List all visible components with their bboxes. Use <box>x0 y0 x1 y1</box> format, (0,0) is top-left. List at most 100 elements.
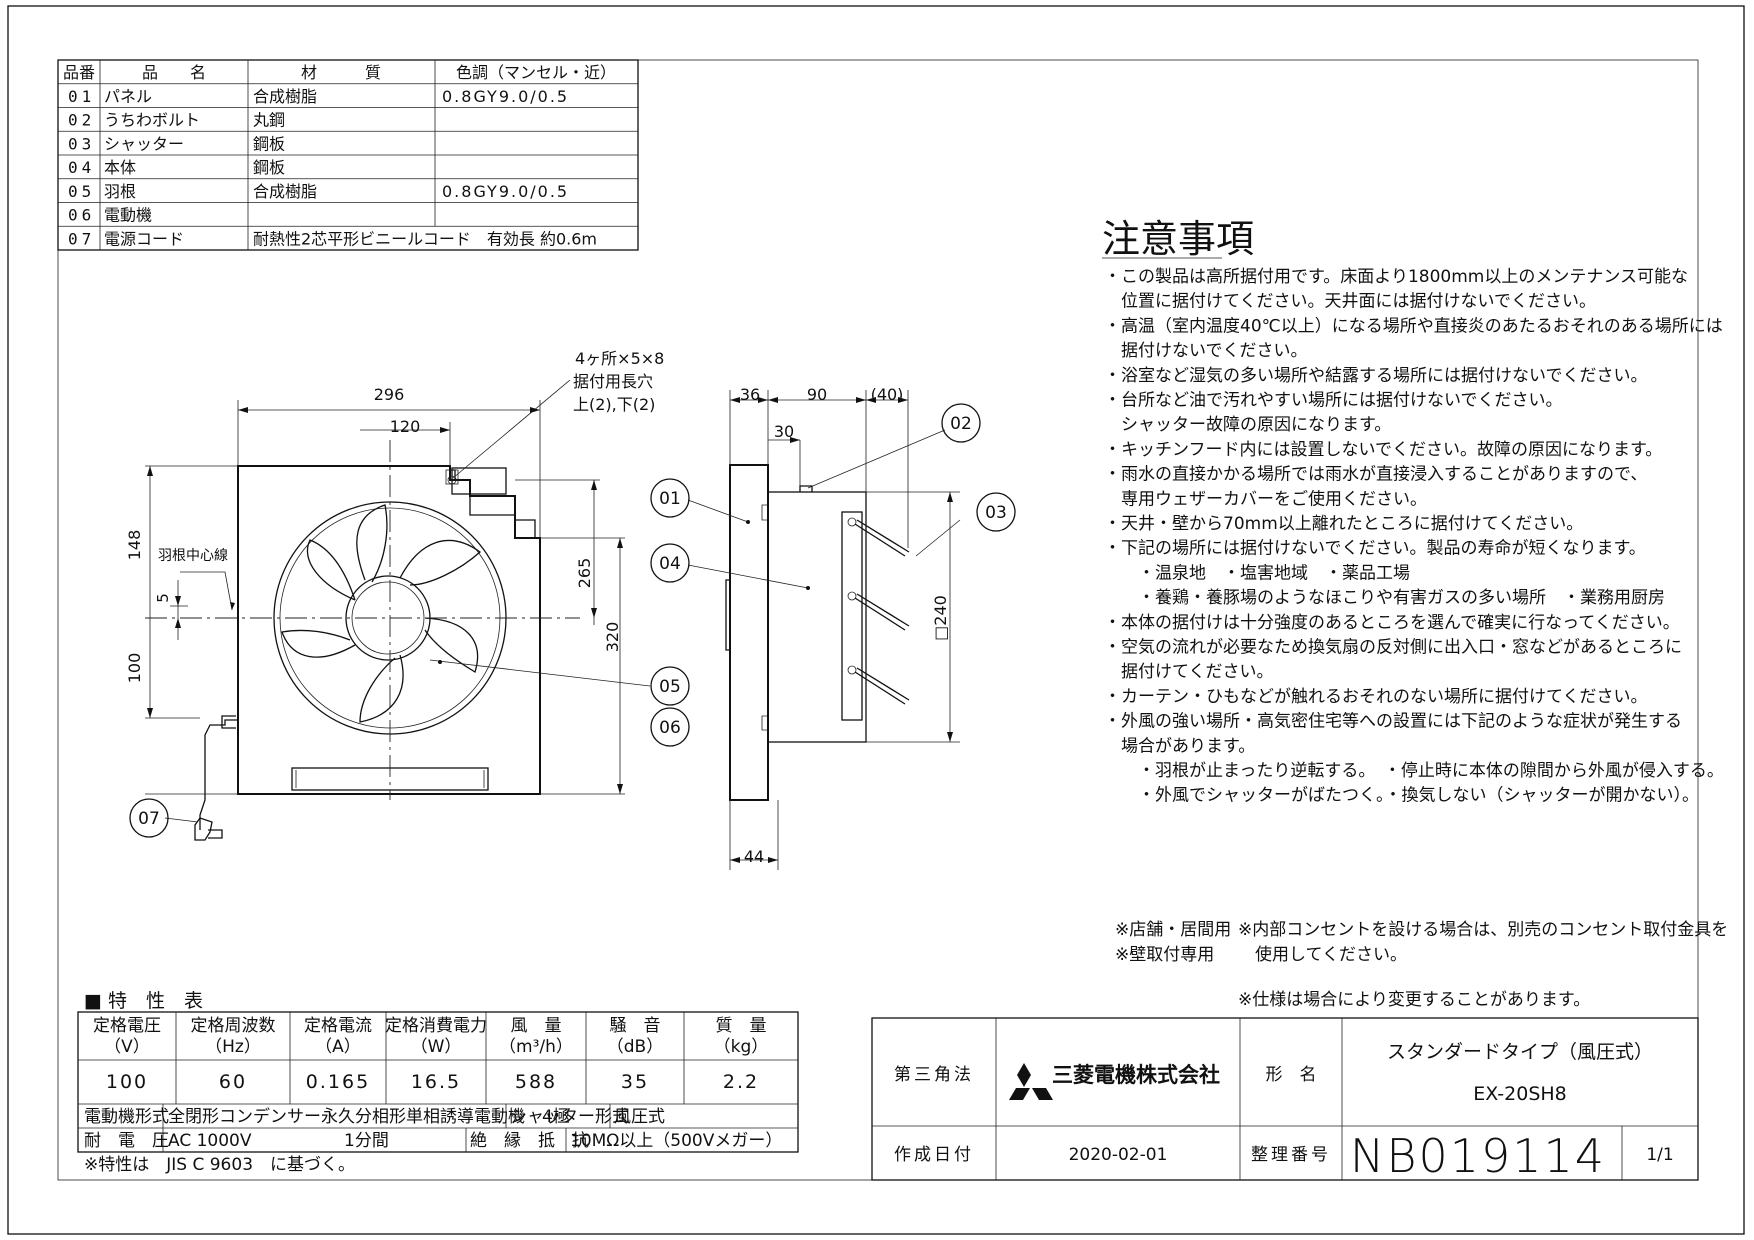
spec-value: 0.165 <box>306 1071 370 1093</box>
dim-240: □240 <box>931 595 950 641</box>
dim-148: 148 <box>125 530 144 561</box>
parts-cell: シャッター <box>104 134 184 153</box>
note-line: ・温泉地 ・塩害地域 ・薬品工場 <box>1104 563 1410 583</box>
note-line: ・高温（室内温度40℃以上）になる場所や直接炎のあたるおそれのある場所には <box>1104 316 1723 336</box>
parts-cell: 合成樹脂 <box>253 87 317 106</box>
blade-center-label: 羽根中心線 <box>158 548 228 564</box>
parts-cell: 07 <box>68 229 95 248</box>
spec-footnote: ※特性は JIS C 9603 に基づく。 <box>84 1155 355 1175</box>
spec-unit: （Hz） <box>205 1037 261 1057</box>
sheet-number: 1/1 <box>1646 1145 1673 1165</box>
spec-label: 電動機形式 <box>84 1107 169 1127</box>
model-label: 形 名 <box>1266 1065 1317 1085</box>
parts-header-3: 色調（マンセル・近） <box>456 63 616 82</box>
doc-number: NB019114 <box>1350 1129 1606 1183</box>
callout-label: 02 <box>950 414 972 434</box>
spec-value: 2.2 <box>723 1071 759 1093</box>
notes-title: 注意事項 <box>1102 217 1254 261</box>
dim-30: 30 <box>774 422 794 441</box>
note-line: ・外風でシャッターがばたつく。・換気しない（シャッターが開かない）。 <box>1104 786 1699 806</box>
hole-note: 4ヶ所×5×8 <box>575 349 664 368</box>
note-line: ・キッチンフード内には設置しないでください。故障の原因になります。 <box>1104 440 1662 460</box>
parts-cell: 03 <box>68 134 95 153</box>
spec-unit: （m³/h） <box>499 1037 573 1057</box>
spec-value: 風圧式 <box>614 1107 665 1127</box>
spec-header: 定格電圧 <box>93 1016 161 1036</box>
dim-265: 265 <box>575 558 594 589</box>
dim-320: 320 <box>603 622 622 653</box>
parts-cell: 羽根 <box>104 182 136 201</box>
type-name: スタンダードタイプ（風圧式） <box>1387 1041 1653 1063</box>
spec-unit: （A） <box>315 1037 361 1057</box>
hole-note: 上(2),下(2) <box>573 395 655 414</box>
parts-cell: 耐熱性2芯平形ビニールコード 有効長 約0.6m <box>253 229 597 248</box>
note-line: ・本体の据付けは十分強度のあるところを選んで確実に行なってください。 <box>1104 613 1680 633</box>
callout-label: 03 <box>985 503 1007 523</box>
note-line: ・カーテン・ひもなどが触れるおそれのない場所に据付けてください。 <box>1104 687 1648 707</box>
spec-header: 騒 音 <box>610 1016 661 1036</box>
doc-label: 整理番号 <box>1251 1145 1331 1165</box>
note-line: シャッター故障の原因になります。 <box>1104 415 1391 435</box>
dim-100: 100 <box>125 653 144 684</box>
parts-header-2: 材 質 <box>301 63 381 82</box>
spec-value: 全閉形コンデンサー永久分相形単相誘導電動機 4極 <box>168 1106 570 1127</box>
hole-note: 据付用長穴 <box>573 372 653 391</box>
remark: ※壁取付専用 <box>1115 945 1214 965</box>
callout-circle <box>129 798 169 838</box>
callout-circle <box>650 543 690 583</box>
note-line: ・雨水の直接かかる場所では雨水が直接浸入することがありますので、 <box>1104 465 1647 485</box>
note-line: 場合があります。 <box>1104 736 1255 756</box>
parts-cell: 01 <box>68 87 95 106</box>
spec-unit: （W） <box>411 1037 462 1057</box>
remark: ※内部コンセントを設ける場合は、別売のコンセント取付金具を <box>1238 920 1728 940</box>
title-block <box>871 1017 1699 1181</box>
note-line: ・この製品は高所据付用です。床面より1800mm以上のメンテナンス可能な <box>1104 267 1688 287</box>
callout-circle <box>976 492 1016 532</box>
note-line: ・空気の流れが必要なため換気扇の反対側に出入口・窓などがあるところに <box>1104 638 1682 658</box>
spec-table <box>77 1011 799 1153</box>
note-line: 据付けてください。 <box>1104 662 1274 682</box>
date-label: 作成日付 <box>894 1145 974 1165</box>
company-name: 三菱電機株式会社 <box>1052 1063 1220 1087</box>
mitsubishi-logo-icon <box>1009 1063 1053 1100</box>
outer-border <box>7 5 1745 1235</box>
parts-cell: 0.8GY9.0/0.5 <box>442 87 569 106</box>
front-view <box>145 379 651 841</box>
callout-label: 06 <box>659 718 681 738</box>
spec-value: AC 1000V <box>168 1131 252 1151</box>
note-line: 据付けないでください。 <box>1104 341 1308 361</box>
parts-cell: 02 <box>68 111 95 130</box>
spec-header: 定格周波数 <box>191 1016 276 1036</box>
parts-header-0: 品番 <box>63 63 95 82</box>
dim-40: (40) <box>871 385 904 404</box>
parts-header-1: 品 名 <box>142 63 206 82</box>
parts-cell: 丸鋼 <box>253 111 285 130</box>
note-line: ・外風の強い場所・高気密住宅等への設置には下記のような症状が発生する <box>1104 712 1682 732</box>
callout-label: 05 <box>659 677 681 697</box>
parts-table <box>57 59 639 251</box>
dim-120: 120 <box>390 417 421 436</box>
spec-label: シャッター形式 <box>510 1107 629 1127</box>
parts-cell: 04 <box>68 158 95 177</box>
spec-header: 定格消費電力 <box>385 1016 487 1036</box>
spec-label: 絶 縁 抵 抗 <box>470 1131 589 1151</box>
callout-circle <box>650 666 690 706</box>
spec-header: 風 量 <box>511 1016 562 1036</box>
spec-header: 定格電流 <box>304 1016 372 1036</box>
note-line: ・下記の場所には据付けないでください。製品の寿命が短くなります。 <box>1104 539 1646 559</box>
dim-44: 44 <box>744 847 764 866</box>
spec-value: 100 <box>106 1071 148 1093</box>
remark: ※仕様は場合により変更することがあります。 <box>1238 990 1590 1010</box>
parts-cell: パネル <box>104 87 152 106</box>
note-line: ・羽根が止まったり逆転する。 ・停止時に本体の隙間から外風が侵入する。 <box>1104 761 1724 781</box>
dim-width: 296 <box>374 385 405 404</box>
parts-cell: 鋼板 <box>253 134 285 153</box>
spec-label: 耐 電 圧 <box>84 1131 169 1151</box>
callout-label: 07 <box>138 809 160 829</box>
parts-cell: 合成樹脂 <box>253 182 317 201</box>
callout-label: 01 <box>659 489 681 509</box>
spec-title: ■ 特 性 表 <box>84 990 203 1012</box>
spec-value: 60 <box>219 1071 247 1093</box>
callout-circle <box>650 478 690 518</box>
parts-cell: 電動機 <box>104 206 152 225</box>
